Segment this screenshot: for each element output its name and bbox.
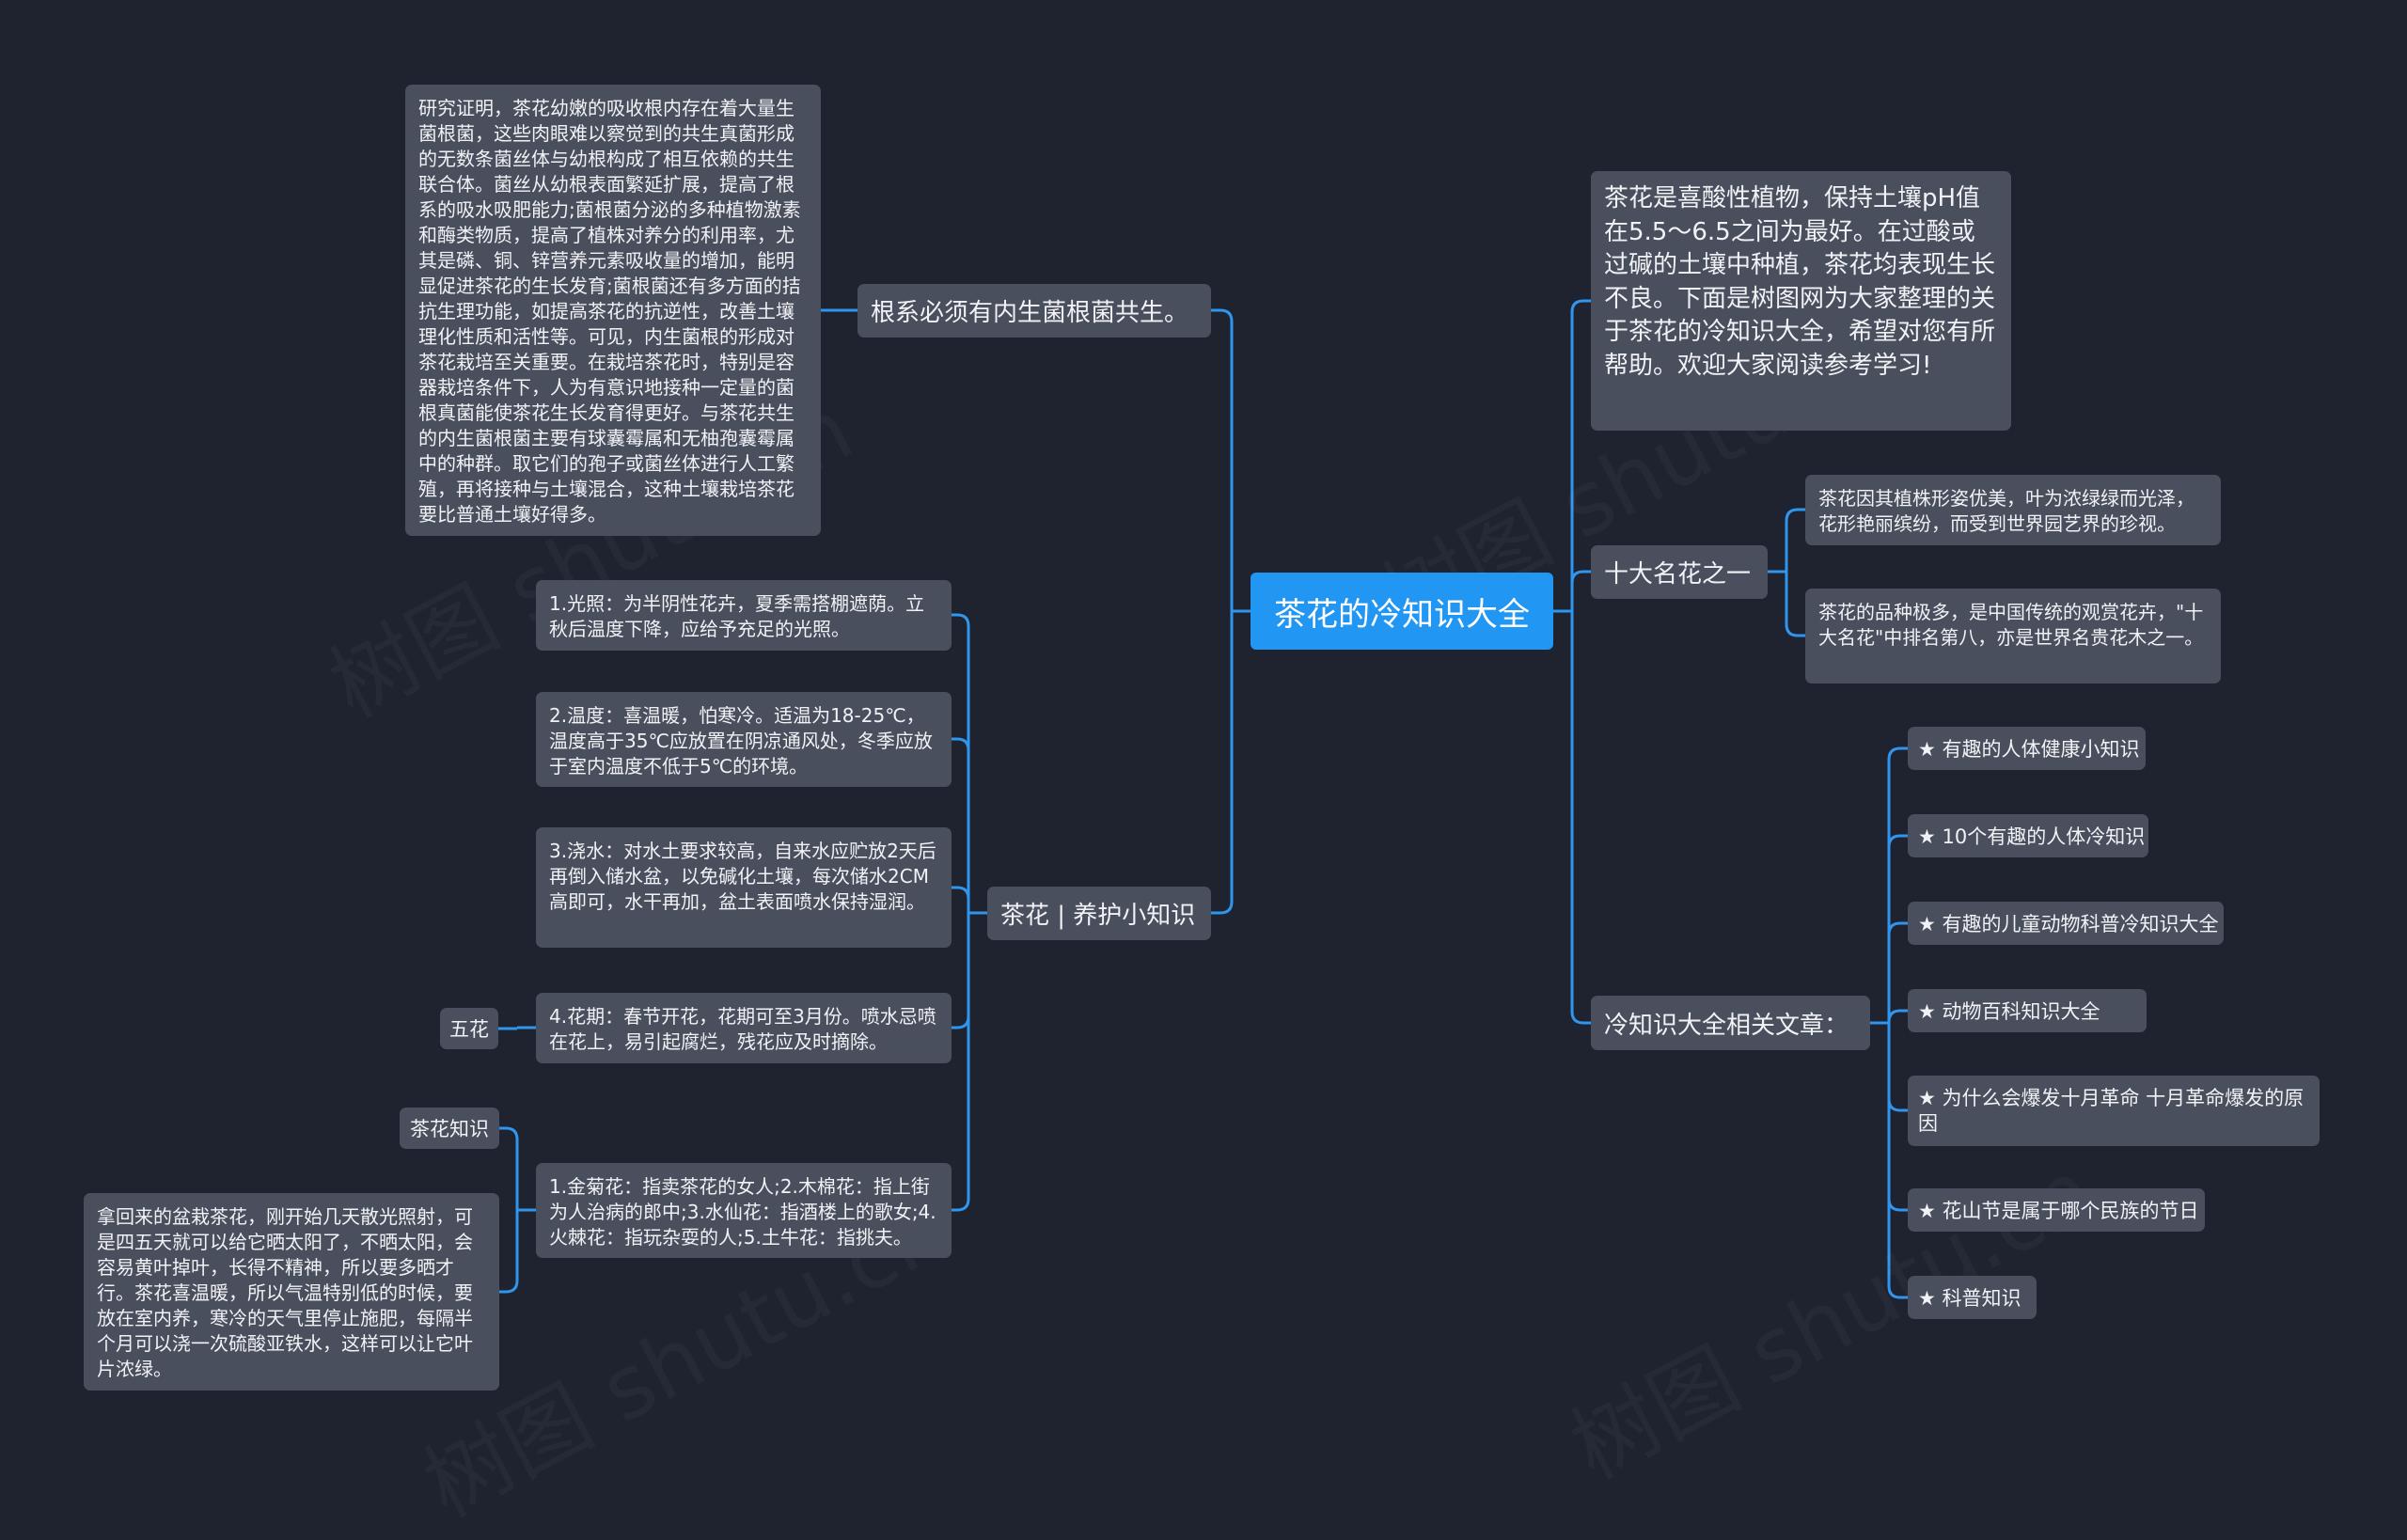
connector-line bbox=[1211, 611, 1234, 915]
care-watering[interactable]: 3.浇水：对水土要求较高，自来水应贮放2天后再倒入储水盆，以免碱化土壤，每次储水… bbox=[536, 827, 952, 948]
connector-line bbox=[1887, 1023, 1908, 1212]
roots-branch[interactable]: 根系必须有内生菌根菌共生。 bbox=[857, 284, 1211, 338]
connector-line bbox=[1887, 1023, 1908, 1112]
connector-line bbox=[1887, 921, 1908, 1023]
connector-line bbox=[952, 913, 970, 1212]
connector-line bbox=[1211, 308, 1234, 611]
connector-line bbox=[952, 886, 970, 913]
care-temperature[interactable]: 2.温度：喜温暖，怕寒冷。适温为18-25℃，温度高于35℃应放置在阴凉通风处，… bbox=[536, 692, 952, 787]
connector-line bbox=[1570, 611, 1591, 1025]
related-article-item[interactable]: ★ 动物百科知识大全 bbox=[1908, 989, 2147, 1032]
related-article-item[interactable]: ★ 10个有趣的人体冷知识 bbox=[1908, 814, 2148, 857]
connector-line bbox=[952, 913, 970, 1029]
tea-knowledge-detail[interactable]: 拿回来的盆栽茶花，刚开始几天散光照射，可是四五天就可以给它晒太阳了，不晒太阳，会… bbox=[84, 1193, 499, 1391]
connector-line bbox=[1785, 508, 1805, 572]
root-topic[interactable]: 茶花的冷知识大全 bbox=[1251, 573, 1553, 650]
famous-detail-2[interactable]: 茶花的品种极多，是中国传统的观赏花卉，"十大名花"中排名第八，亦是世界名贵花木之… bbox=[1805, 589, 2221, 684]
care-light[interactable]: 1.光照：为半阴性花卉，夏季需搭棚遮荫。立秋后温度下降，应给予充足的光照。 bbox=[536, 580, 952, 651]
mind-map-canvas: 树图 shutu.cn 树图 shutu.cn 树图 shutu.cn 树图 s… bbox=[84, 85, 2320, 1391]
connector-line bbox=[1887, 834, 1908, 1023]
related-article-item[interactable]: ★ 为什么会爆发十月革命 十月革命爆发的原因 bbox=[1908, 1076, 2320, 1146]
intro-node[interactable]: 茶花是喜酸性植物，保持土壤pH值在5.5～6.5之间为最好。在过酸或过碱的土壤中… bbox=[1591, 171, 2011, 431]
related-articles-branch[interactable]: 冷知识大全相关文章： bbox=[1591, 996, 1870, 1050]
care-five-flowers[interactable]: 1.金菊花：指卖茶花的女人;2.木棉花：指上街为人治病的郎中;3.水仙花：指酒楼… bbox=[536, 1163, 952, 1258]
famous-detail-1[interactable]: 茶花因其植株形姿优美，叶为浓绿绿而光泽，花形艳丽缤纷，而受到世界园艺界的珍视。 bbox=[1805, 475, 2221, 545]
connector-line bbox=[1570, 570, 1591, 611]
connector-line bbox=[1887, 1023, 1908, 1299]
connector-lines bbox=[498, 299, 1908, 1299]
related-article-item[interactable]: ★ 有趣的儿童动物科普冷知识大全 bbox=[1908, 902, 2224, 945]
famous-flower-branch[interactable]: 十大名花之一 bbox=[1591, 545, 1768, 599]
connector-line bbox=[1785, 572, 1805, 637]
related-article-item[interactable]: ★ 花山节是属于哪个民族的节日 bbox=[1908, 1188, 2205, 1232]
connector-line bbox=[1887, 1009, 1908, 1023]
tea-knowledge-node[interactable]: 茶花知识 bbox=[400, 1108, 499, 1149]
related-article-item[interactable]: ★ 有趣的人体健康小知识 bbox=[1908, 727, 2146, 770]
connector-line bbox=[499, 1210, 519, 1294]
connector-line bbox=[499, 1126, 519, 1210]
care-flowering[interactable]: 4.花期：春节开花，花期可至3月份。喷水忌喷在花上，易引起腐烂，残花应及时摘除。 bbox=[536, 993, 952, 1063]
connector-line bbox=[952, 737, 970, 913]
related-article-item[interactable]: ★ 科普知识 bbox=[1908, 1276, 2037, 1319]
connector-line bbox=[1887, 746, 1908, 1023]
connector-line bbox=[952, 613, 970, 913]
care-branch[interactable]: 茶花 | 养护小知识 bbox=[987, 887, 1211, 940]
connector-line bbox=[1570, 299, 1591, 611]
roots-detail[interactable]: 研究证明，茶花幼嫩的吸收根内存在着大量生菌根菌，这些肉眼难以察觉到的共生真菌形成… bbox=[405, 85, 821, 536]
wuhua-node[interactable]: 五花 bbox=[440, 1008, 498, 1049]
